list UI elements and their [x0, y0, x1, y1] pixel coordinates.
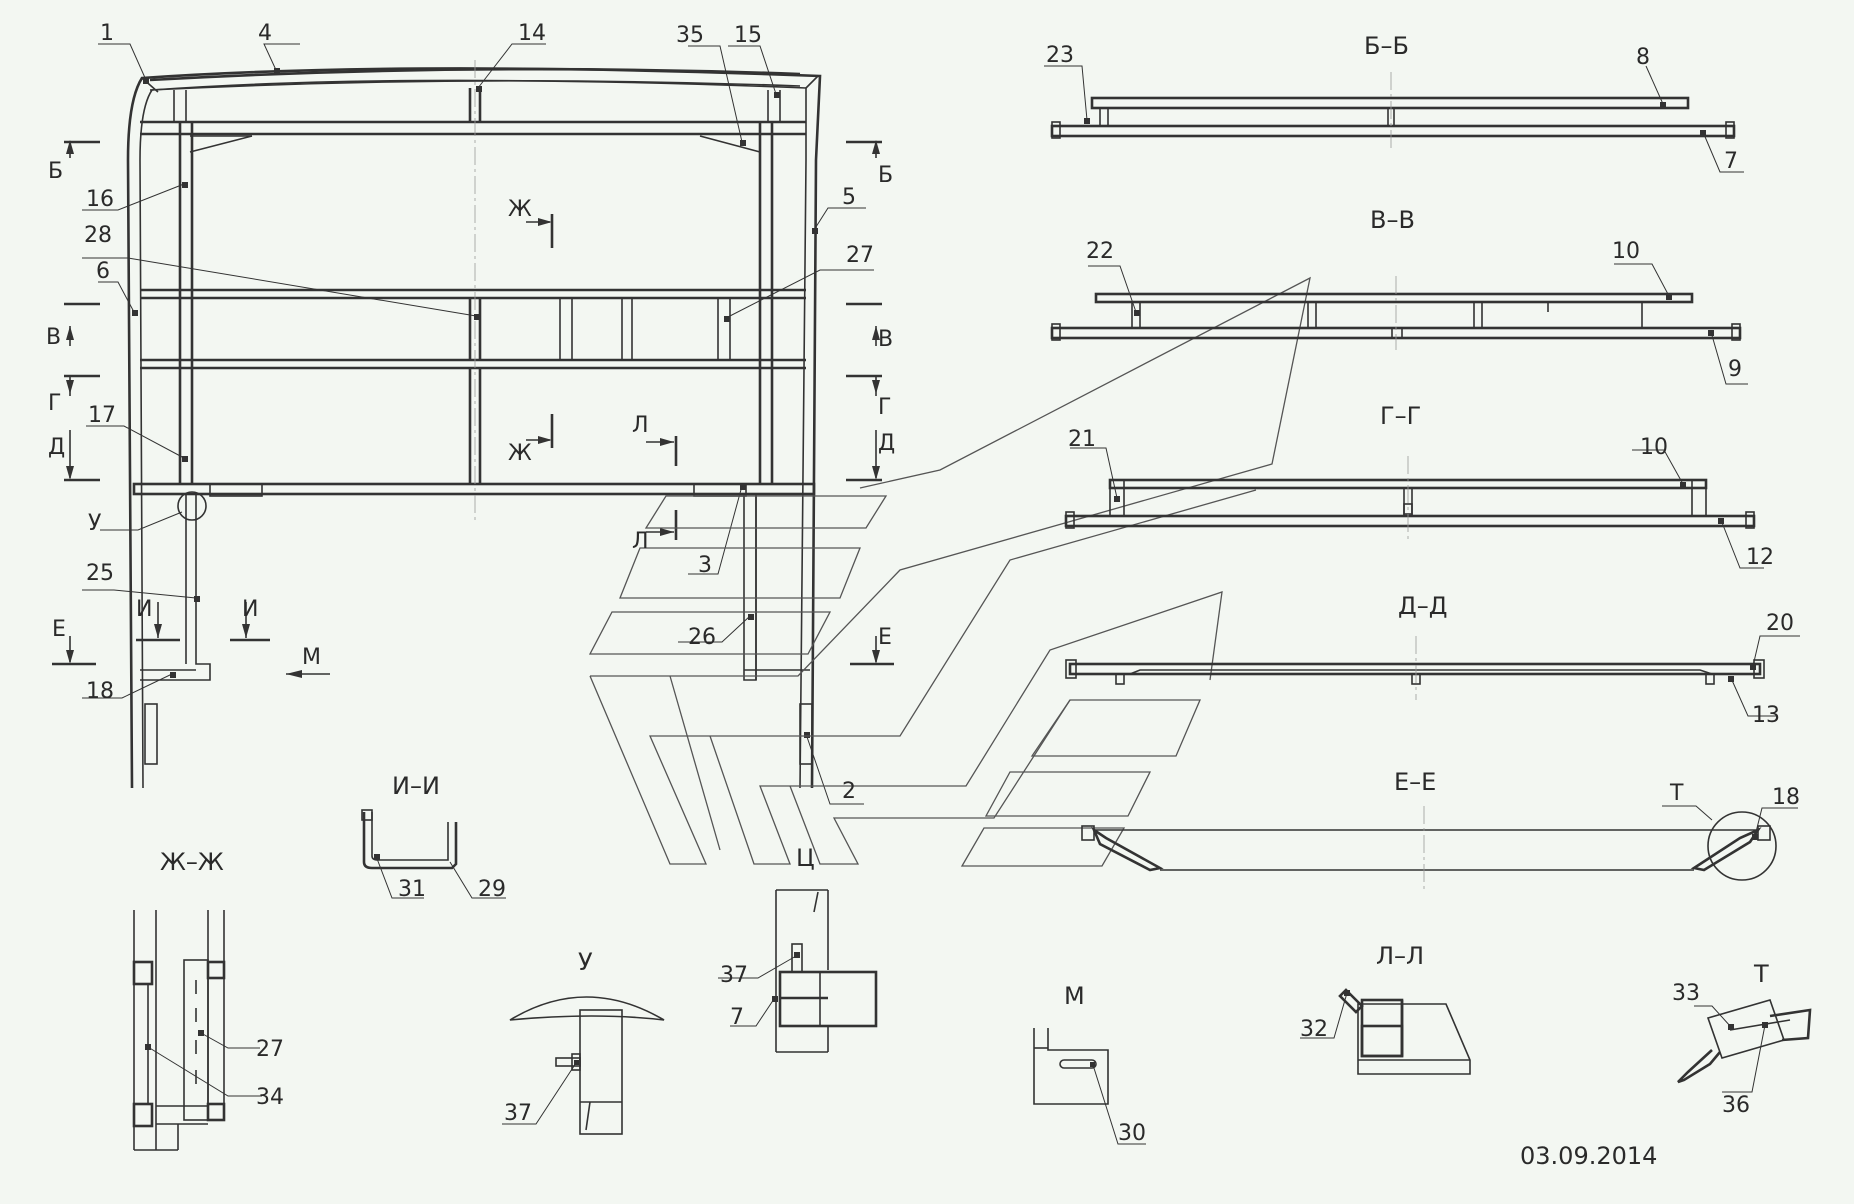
- title-bb: Б–Б: [1364, 32, 1409, 60]
- callout-31: 31: [398, 877, 426, 902]
- drawing-date: 03.09.2014: [1520, 1142, 1657, 1170]
- callout-27-zh: 27: [256, 1037, 284, 1062]
- mark-b-right: Б: [878, 163, 893, 188]
- view-bb: [1044, 65, 1744, 173]
- title-t: Т: [1753, 960, 1769, 988]
- callout-33: 33: [1672, 981, 1700, 1006]
- callout-37-ts: 37: [720, 963, 748, 988]
- mark-t: Т: [1669, 781, 1684, 806]
- callout-18-ee: 18: [1772, 785, 1800, 810]
- view-gg: [1064, 447, 1764, 569]
- callout-16: 16: [86, 187, 114, 212]
- callout-6: 6: [96, 259, 110, 284]
- title-u: У: [578, 948, 593, 976]
- mark-i-right: И: [242, 597, 258, 622]
- view-u: [502, 996, 665, 1135]
- mark-i-left: И: [136, 597, 152, 622]
- callout-35: 35: [676, 23, 704, 48]
- callout-34: 34: [256, 1085, 284, 1110]
- view-dd: [1065, 635, 1800, 717]
- view-ee: [1081, 805, 1798, 890]
- mark-d-right: Д: [878, 431, 895, 456]
- title-ii: И–И: [392, 772, 440, 800]
- callout-14: 14: [518, 21, 546, 46]
- callout-13: 13: [1752, 703, 1780, 728]
- view-ii: [361, 809, 506, 899]
- callout-5: 5: [842, 185, 856, 210]
- background-watermark: [588, 276, 1311, 867]
- callout-29: 29: [478, 877, 506, 902]
- mark-zh-upper: Ж: [508, 197, 532, 222]
- callout-30: 30: [1118, 1121, 1146, 1146]
- title-zhzh: Ж–Ж: [160, 848, 224, 876]
- mark-l-lower: Л: [632, 529, 649, 554]
- mark-b-left: Б: [48, 159, 63, 184]
- mark-v-left: В: [46, 325, 61, 350]
- labels: 1 4 14 35 15 16 5 28 27 6 17 3 25 26 18 …: [46, 21, 1800, 1170]
- callout-27: 27: [846, 243, 874, 268]
- title-ts: Ц: [796, 844, 815, 872]
- title-vv: В–В: [1370, 206, 1415, 234]
- view-t: [1677, 999, 1812, 1093]
- callout-32: 32: [1300, 1017, 1328, 1042]
- main-frame-view: [82, 43, 874, 805]
- callout-36: 36: [1722, 1093, 1750, 1118]
- callout-4: 4: [258, 21, 272, 46]
- callout-9: 9: [1728, 357, 1742, 382]
- mark-l-upper: Л: [632, 413, 649, 438]
- callout-18: 18: [86, 679, 114, 704]
- view-m: [1033, 1028, 1146, 1145]
- title-ee: Е–Е: [1394, 768, 1436, 796]
- view-vv: [1050, 263, 1748, 385]
- view-zhzh: [132, 910, 262, 1151]
- callout-26: 26: [688, 625, 716, 650]
- callout-21: 21: [1068, 427, 1096, 452]
- mark-g-left: Г: [48, 391, 61, 416]
- callout-7-ts: 7: [730, 1005, 744, 1030]
- callout-8: 8: [1636, 45, 1650, 70]
- callout-15: 15: [734, 23, 762, 48]
- callout-2: 2: [842, 779, 856, 804]
- mark-u: У: [88, 511, 102, 536]
- view-ts: [718, 889, 878, 1053]
- title-gg: Г–Г: [1380, 402, 1421, 430]
- section-marks: [52, 140, 894, 678]
- callout-28: 28: [84, 223, 112, 248]
- callout-12: 12: [1746, 545, 1774, 570]
- callout-20: 20: [1766, 611, 1794, 636]
- callout-25: 25: [86, 561, 114, 586]
- view-ll: [1300, 988, 1471, 1075]
- callout-1: 1: [100, 21, 114, 46]
- callout-3: 3: [698, 553, 712, 578]
- title-ll: Л–Л: [1376, 942, 1424, 970]
- callout-10-gg: 10: [1640, 435, 1668, 460]
- callout-10-vv: 10: [1612, 239, 1640, 264]
- mark-zh-lower: Ж: [508, 441, 532, 466]
- mark-e-left: Е: [52, 617, 66, 642]
- title-m: М: [1064, 982, 1085, 1010]
- callout-7-bb: 7: [1724, 149, 1738, 174]
- title-dd: Д–Д: [1398, 592, 1448, 620]
- mark-d-left: Д: [48, 435, 65, 460]
- callout-23: 23: [1046, 43, 1074, 68]
- callout-22: 22: [1086, 239, 1114, 264]
- mark-g-right: Г: [878, 395, 891, 420]
- mark-v-right: В: [878, 327, 893, 352]
- mark-e-right: Е: [878, 625, 892, 650]
- mark-m: М: [302, 645, 321, 670]
- callout-37-u: 37: [504, 1101, 532, 1126]
- callout-17: 17: [88, 403, 116, 428]
